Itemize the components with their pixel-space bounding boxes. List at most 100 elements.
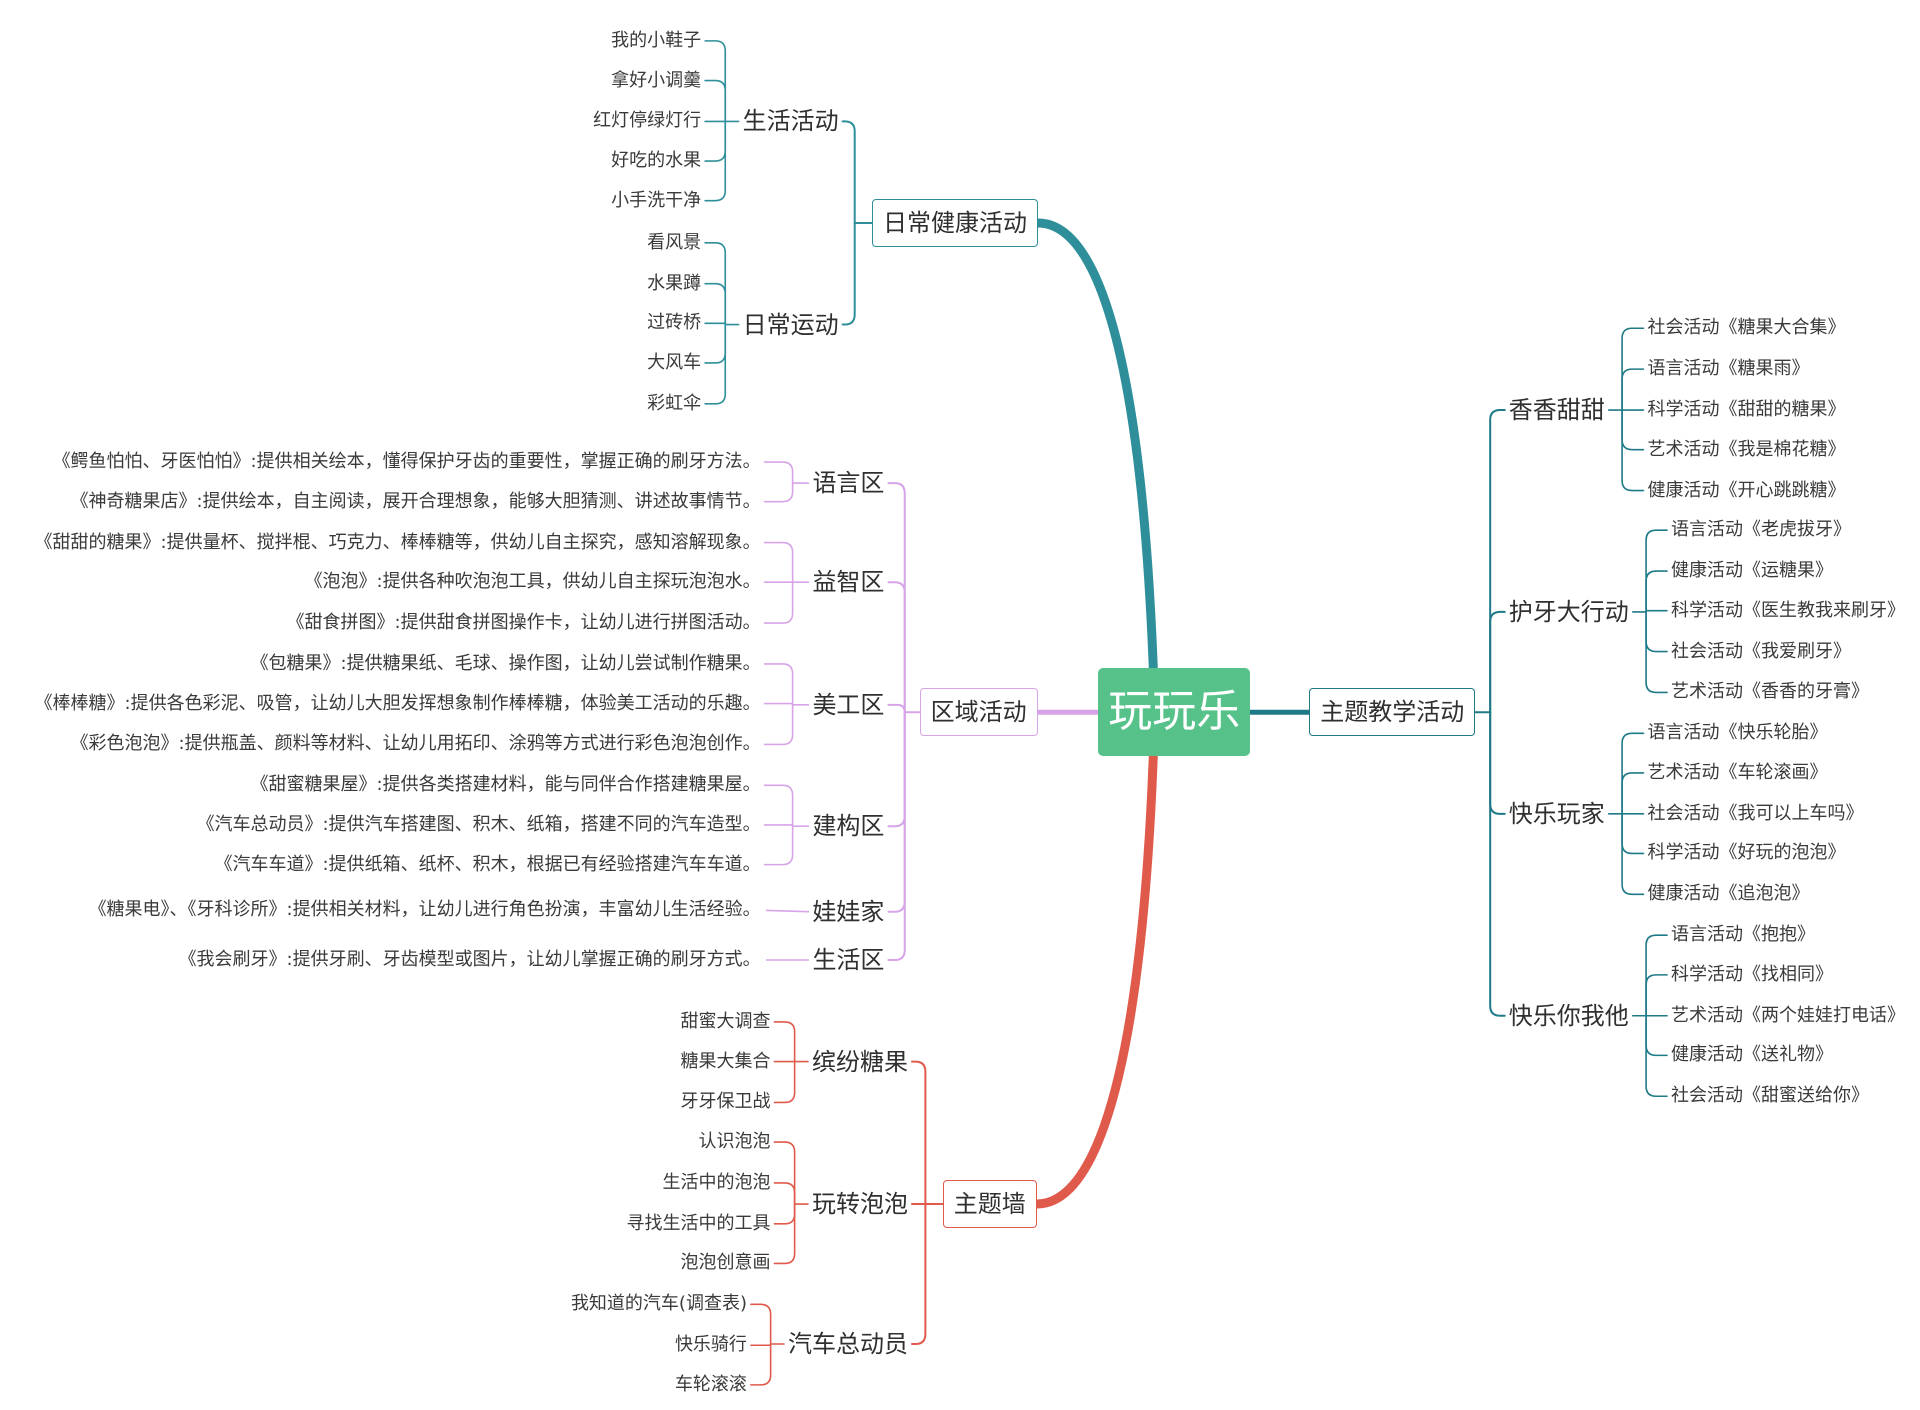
- leaf-topic[interactable]: 社会活动《甜蜜送给你》: [1671, 1085, 1870, 1107]
- leaf-topic[interactable]: 《甜食拼图》:提供甜食拼图操作卡，让幼儿进行拼图活动。: [286, 612, 761, 634]
- area-branch-link: [887, 711, 906, 828]
- leaf-topic[interactable]: 我知道的汽车(调查表): [570, 1293, 747, 1315]
- leaf-w1-link: [773, 1141, 796, 1205]
- leaf-topic[interactable]: 语言活动《老虎拔牙》: [1671, 519, 1852, 541]
- leaf-topic[interactable]: 车轮滚滚: [674, 1373, 747, 1395]
- leaf-h1-link: [704, 323, 727, 364]
- main-topic-area[interactable]: 区域活动: [919, 688, 1038, 737]
- leaf-topic[interactable]: 《泡泡》:提供各种吹泡泡工具，供幼儿自主探玩泡泡水。: [304, 571, 761, 593]
- leaf-a3-link: [763, 824, 794, 828]
- leaf-h1-link: [704, 241, 727, 326]
- leaf-topic[interactable]: 健康活动《开心跳跳糖》: [1647, 479, 1846, 501]
- subtopic-happy-player[interactable]: 快乐玩家: [1508, 799, 1605, 828]
- leaf-a4: [765, 909, 810, 913]
- leaf-topic[interactable]: 艺术活动《香香的牙膏》: [1671, 681, 1870, 703]
- leaf-topic[interactable]: 《棒棒糖》:提供各色彩泥、吸管，让幼儿大胆发挥想象制作棒棒糖，体验美工活动的乐趣…: [34, 692, 761, 714]
- leaf-topic[interactable]: 艺术活动《我是棉花糖》: [1647, 438, 1846, 460]
- leaf-topic[interactable]: 《汽车总动员》:提供汽车搭建图、积木、纸箱，搭建不同的汽车造型。: [196, 813, 761, 835]
- leaf-topic[interactable]: 《甜蜜糖果屋》:提供各类搭建材料，能与同伴合作搭建糖果屋。: [250, 774, 761, 796]
- leaf-t0-link: [1621, 368, 1645, 411]
- theme-branch-link: [1489, 711, 1506, 1017]
- leaf-topic[interactable]: 语言活动《抱抱》: [1671, 924, 1816, 946]
- leaf-topic[interactable]: 健康活动《送礼物》: [1671, 1044, 1834, 1066]
- leaf-topic[interactable]: 彩虹伞: [647, 392, 702, 414]
- leaf-topic[interactable]: 科学活动《甜甜的糖果》: [1647, 399, 1846, 420]
- subtopic-build-area[interactable]: 建构区: [812, 812, 885, 841]
- leaf-topic[interactable]: 大风车: [647, 351, 702, 373]
- leaf-topic[interactable]: 《包糖果》:提供糖果纸、毛球、操作图，让幼儿尝试制作糖果。: [250, 652, 761, 674]
- leaf-topic[interactable]: 认识泡泡: [698, 1131, 771, 1153]
- leaf-topic[interactable]: 《神奇糖果店》:提供绘本，自主阅读，展开合理想象，能够大胆猜测、讲述故事情节。: [70, 490, 761, 512]
- leaf-topic[interactable]: 牙牙保卫战: [680, 1091, 771, 1113]
- area-branch-link: [887, 711, 906, 913]
- leaf-t3-link: [1645, 1014, 1668, 1098]
- area-branch-link: [887, 482, 906, 714]
- leaf-topic[interactable]: 生活中的泡泡: [662, 1171, 771, 1193]
- main-topic-theme[interactable]: 主题教学活动: [1309, 688, 1476, 737]
- main-topic-wall[interactable]: 主题墙: [942, 1180, 1037, 1229]
- subtopic-cars[interactable]: 汽车总动员: [787, 1330, 908, 1358]
- leaf-topic[interactable]: 我的小鞋子: [611, 29, 702, 51]
- subtopic-puzzle-area[interactable]: 益智区: [812, 568, 885, 597]
- leaf-w1-link: [773, 1203, 796, 1265]
- leaf-topic[interactable]: 看风景: [647, 231, 702, 253]
- leaf-topic[interactable]: 科学活动《医生教我来刷牙》: [1671, 599, 1906, 621]
- leaf-topic[interactable]: 艺术活动《两个娃娃打电话》: [1671, 1004, 1906, 1026]
- subtopic-colorful-candy[interactable]: 缤纷糖果: [811, 1047, 908, 1076]
- leaf-topic[interactable]: 泡泡创意画: [680, 1252, 771, 1274]
- subtopic-teeth-care[interactable]: 护牙大行动: [1508, 597, 1629, 626]
- leaf-w2-link: [750, 1303, 772, 1345]
- theme-branch-link: [1489, 610, 1506, 714]
- leaf-topic[interactable]: 《彩色泡泡》:提供瓶盖、颜料等材料、让幼儿用拓印、涂鸦等方式进行彩色泡泡创作。: [70, 733, 761, 755]
- leaf-topic[interactable]: 健康活动《追泡泡》: [1647, 883, 1810, 905]
- leaf-topic[interactable]: 红灯停绿灯行: [593, 110, 702, 132]
- subtopic-art-area[interactable]: 美工区: [812, 690, 885, 719]
- leaf-a1-link: [763, 581, 794, 624]
- leaf-h0-link: [704, 120, 727, 162]
- theme-branch-link: [1489, 711, 1506, 815]
- leaf-t1-link: [1645, 529, 1668, 613]
- leaf-topic[interactable]: 《汽车车道》:提供纸箱、纸杯、积木，根据已有经验搭建汽车车道。: [214, 853, 761, 875]
- leaf-topic[interactable]: 社会活动《糖果大合集》: [1647, 317, 1846, 339]
- leaf-topic[interactable]: 快乐骑行: [674, 1334, 747, 1356]
- leaf-t2-link: [1621, 732, 1645, 815]
- leaf-topic[interactable]: 糖果大集合: [680, 1050, 771, 1072]
- subtopic-life-area[interactable]: 生活区: [812, 946, 885, 974]
- subtopic-sweet[interactable]: 香香甜甜: [1508, 396, 1605, 424]
- subtopic-doll-house[interactable]: 娃娃家: [812, 897, 885, 926]
- leaf-h1-link: [704, 282, 727, 326]
- leaf-t1-link: [1645, 611, 1668, 653]
- leaf-a2-link: [763, 702, 794, 706]
- subtopic-language-area[interactable]: 语言区: [812, 469, 885, 498]
- leaf-h1-link: [704, 323, 727, 405]
- leaf-topic[interactable]: 小手洗干净: [611, 189, 702, 211]
- leaf-h0-link: [704, 40, 727, 123]
- subtopic-life-activity[interactable]: 生活活动: [742, 107, 839, 136]
- leaf-a3-link: [763, 784, 794, 828]
- leaf-topic[interactable]: 科学活动《好玩的泡泡》: [1647, 842, 1846, 864]
- subtopic-you-me-them[interactable]: 快乐你我他: [1508, 1001, 1629, 1030]
- central-topic[interactable]: 玩玩乐: [1098, 668, 1251, 757]
- leaf-topic[interactable]: 《甜甜的糖果》:提供量杯、搅拌棍、巧克力、棒棒糖等，供幼儿自主探究，感知溶解现象…: [34, 531, 761, 553]
- leaf-t0-link: [1621, 327, 1645, 411]
- leaf-topic[interactable]: 寻找生活中的工具: [626, 1212, 771, 1234]
- leaf-topic[interactable]: 水果蹲: [647, 272, 702, 294]
- main-topic-health[interactable]: 日常健康活动: [872, 198, 1039, 247]
- leaf-topic[interactable]: 社会活动《我爱刷牙》: [1671, 640, 1852, 662]
- leaf-topic[interactable]: 科学活动《找相同》: [1671, 963, 1834, 985]
- leaf-topic[interactable]: 《鳄鱼怕怕、牙医怕怕》:提供相关绘本，懂得保护牙齿的重要性，掌握正确的刷牙方法。: [52, 451, 761, 473]
- leaf-topic[interactable]: 好吃的水果: [611, 150, 702, 172]
- subtopic-bubbles[interactable]: 玩转泡泡: [811, 1190, 908, 1219]
- leaf-topic[interactable]: 语言活动《快乐轮胎》: [1647, 722, 1828, 744]
- leaf-topic[interactable]: 《我会刷牙》:提供牙刷、牙齿模型或图片，让幼儿掌握正确的刷牙方式。: [178, 949, 761, 970]
- leaf-topic[interactable]: 艺术活动《车轮滚画》: [1647, 761, 1828, 783]
- leaf-topic[interactable]: 健康活动《运糖果》: [1671, 560, 1834, 582]
- leaf-topic[interactable]: 语言活动《糖果雨》: [1647, 358, 1810, 380]
- leaf-topic[interactable]: 甜蜜大调查: [680, 1010, 771, 1032]
- leaf-topic[interactable]: 《糖果电》、《牙科诊所》:提供相关材料，让幼儿进行角色扮演，丰富幼儿生活经验。: [88, 899, 761, 921]
- leaf-topic[interactable]: 过砖桥: [647, 312, 702, 334]
- leaf-topic[interactable]: 社会活动《我可以上车吗》: [1647, 802, 1864, 824]
- leaf-w1-link: [773, 1182, 796, 1205]
- leaf-topic[interactable]: 拿好小调羹: [611, 69, 702, 91]
- subtopic-daily-exercise[interactable]: 日常运动: [742, 310, 839, 339]
